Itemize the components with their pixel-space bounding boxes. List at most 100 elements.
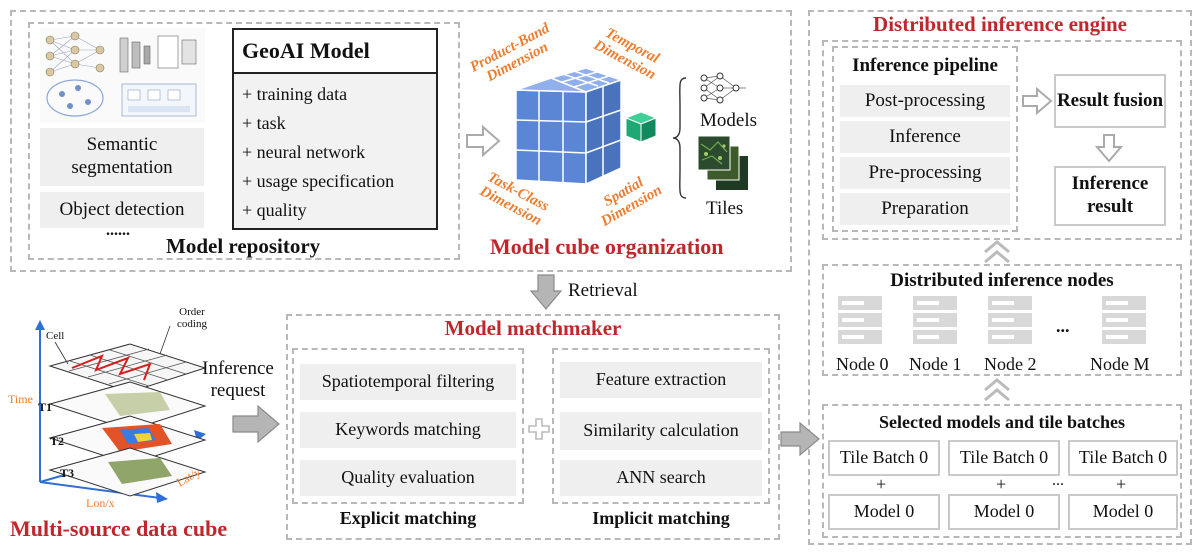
geoai-attribute: + task bbox=[242, 113, 286, 133]
retrieval-label: Retrieval bbox=[568, 280, 638, 301]
order-coding-label: Order coding bbox=[177, 306, 207, 330]
model-repository-caption: Model repository bbox=[166, 234, 321, 258]
semantic-segmentation-item: Semantic segmentation bbox=[40, 128, 204, 186]
inference-pipeline-title: Inference pipeline bbox=[852, 55, 998, 76]
model-label: Model 0 bbox=[853, 501, 915, 522]
explicit-method: Quality evaluation bbox=[300, 460, 516, 496]
tile-batch-label: Tile Batch 0 bbox=[959, 447, 1049, 468]
inference-result-box: Inference result bbox=[1054, 166, 1166, 226]
layer-t2-label: T2 bbox=[50, 434, 65, 448]
implicit-method-label: Feature extraction bbox=[595, 369, 727, 390]
explicit-method-label: Spatiotemporal filtering bbox=[321, 371, 495, 392]
object-detection-label: Object detection bbox=[59, 198, 185, 220]
top-section bbox=[10, 10, 792, 272]
model-matchmaker-panel bbox=[286, 314, 780, 540]
geoai-attribute: + training data bbox=[242, 84, 348, 104]
explicit-method-label: Quality evaluation bbox=[341, 467, 475, 488]
object-detection-item: Object detection bbox=[40, 192, 204, 228]
node-label: Node 0 bbox=[836, 354, 889, 374]
distributed-inference-nodes-title: Distributed inference nodes bbox=[890, 270, 1114, 291]
result-fusion-box: Result fusion bbox=[1054, 74, 1166, 128]
inference-request-label: Inference request bbox=[202, 358, 274, 401]
server-icon bbox=[988, 296, 1032, 344]
server-icon bbox=[1102, 296, 1146, 344]
explicit-matching-caption: Explicit matching bbox=[339, 508, 477, 528]
time-axis-label: Time bbox=[8, 392, 33, 406]
tiles-imagery-icon bbox=[697, 135, 748, 190]
geoai-model-card: GeoAI Model + training data + task + neu… bbox=[232, 28, 438, 230]
pipeline-step-label: Inference bbox=[889, 125, 961, 147]
explicit-method: Keywords matching bbox=[300, 412, 516, 448]
model-repository-panel bbox=[28, 22, 460, 260]
multi-source-data-cube-graphic bbox=[35, 320, 207, 503]
pipeline-step-label: Preparation bbox=[881, 197, 969, 219]
inference-panel bbox=[822, 40, 1182, 240]
implicit-method-label: ANN search bbox=[616, 467, 706, 488]
result-fusion-label: Result fusion bbox=[1056, 89, 1164, 111]
pipeline-step: Preparation bbox=[840, 193, 1010, 225]
multi-source-data-cube-caption: Multi-source data cube bbox=[10, 516, 228, 541]
tile-batch-box: Tile Batch 0 bbox=[828, 440, 940, 476]
selected-models-panel bbox=[822, 404, 1182, 538]
model-matchmaker-title: Model matchmaker bbox=[444, 316, 622, 340]
cell-label: Cell bbox=[46, 330, 65, 342]
tile-batch-box: Tile Batch 0 bbox=[1068, 440, 1178, 476]
implicit-matching-caption: Implicit matching bbox=[592, 508, 730, 528]
brace-icon bbox=[672, 77, 687, 199]
geoai-model-title-text: GeoAI Model bbox=[242, 38, 370, 63]
models-label: Models bbox=[700, 110, 757, 131]
plus-sign: + bbox=[876, 474, 887, 494]
plus-sign: + bbox=[996, 474, 1007, 494]
implicit-method: Similarity calculation bbox=[560, 412, 762, 450]
arrow-matchmaker-to-engine-icon bbox=[780, 421, 820, 457]
model-box: Model 0 bbox=[948, 494, 1060, 530]
server-icon bbox=[838, 296, 882, 344]
chevron-up-icon bbox=[984, 240, 1010, 264]
explicit-method-label: Keywords matching bbox=[335, 419, 481, 440]
pipeline-step: Post-processing bbox=[840, 85, 1010, 117]
implicit-method: ANN search bbox=[560, 460, 762, 496]
pipeline-step: Inference bbox=[840, 121, 1010, 153]
layer-t3-label: T3 bbox=[60, 466, 75, 480]
explicit-matching-box bbox=[292, 348, 524, 504]
lon-axis-label: Lon/x bbox=[86, 496, 115, 510]
tiles-label: Tiles bbox=[706, 198, 744, 219]
pipeline-step-label: Pre-processing bbox=[868, 161, 982, 183]
chevron-up-icon bbox=[984, 378, 1010, 402]
implicit-method: Feature extraction bbox=[560, 362, 762, 398]
semantic-segmentation-label: Semantic segmentation bbox=[71, 134, 173, 178]
model-label: Model 0 bbox=[1092, 501, 1154, 522]
layer-t1-label: T1 bbox=[38, 400, 53, 414]
model-cube-graphic bbox=[515, 67, 658, 186]
inference-result-label: Inference result bbox=[1071, 173, 1149, 217]
model-label: Model 0 bbox=[973, 501, 1035, 522]
implicit-matching-box bbox=[552, 348, 770, 504]
plus-icon bbox=[528, 418, 550, 440]
node-label: Node M bbox=[1090, 354, 1150, 374]
nodes-ellipsis: ... bbox=[1056, 316, 1070, 336]
selected-models-title: Selected models and tile batches bbox=[879, 412, 1125, 432]
arrow-request-to-matchmaker-icon bbox=[232, 404, 280, 444]
geoai-attribute: + neural network bbox=[242, 142, 366, 162]
geoai-attribute: + quality bbox=[242, 200, 307, 220]
model-box: Model 0 bbox=[828, 494, 940, 530]
plus-sign: + bbox=[1116, 474, 1127, 494]
server-icon bbox=[913, 296, 957, 344]
model-cube-caption: Model cube organization bbox=[490, 234, 724, 259]
models-network-icon bbox=[700, 72, 746, 104]
distributed-inference-engine-panel bbox=[808, 10, 1192, 545]
repository-more-ellipsis: ...... bbox=[106, 222, 130, 239]
tile-batch-label: Tile Batch 0 bbox=[1078, 447, 1168, 468]
tile-batch-box: Tile Batch 0 bbox=[948, 440, 1060, 476]
node-label: Node 1 bbox=[909, 354, 962, 374]
explicit-method: Spatiotemporal filtering bbox=[300, 364, 516, 400]
implicit-method-label: Similarity calculation bbox=[583, 420, 739, 441]
arrow-pipeline-to-fusion-icon bbox=[1022, 86, 1053, 116]
pipeline-step: Pre-processing bbox=[840, 157, 1010, 189]
arrow-repository-to-cube-icon bbox=[466, 124, 501, 158]
retrieval-down-arrow-icon bbox=[529, 274, 563, 310]
geoai-model-title: GeoAI Model bbox=[234, 30, 436, 74]
node-label: Node 2 bbox=[984, 354, 1037, 374]
pipeline-step-label: Post-processing bbox=[864, 89, 986, 111]
selected-ellipsis: ... bbox=[1052, 472, 1064, 489]
